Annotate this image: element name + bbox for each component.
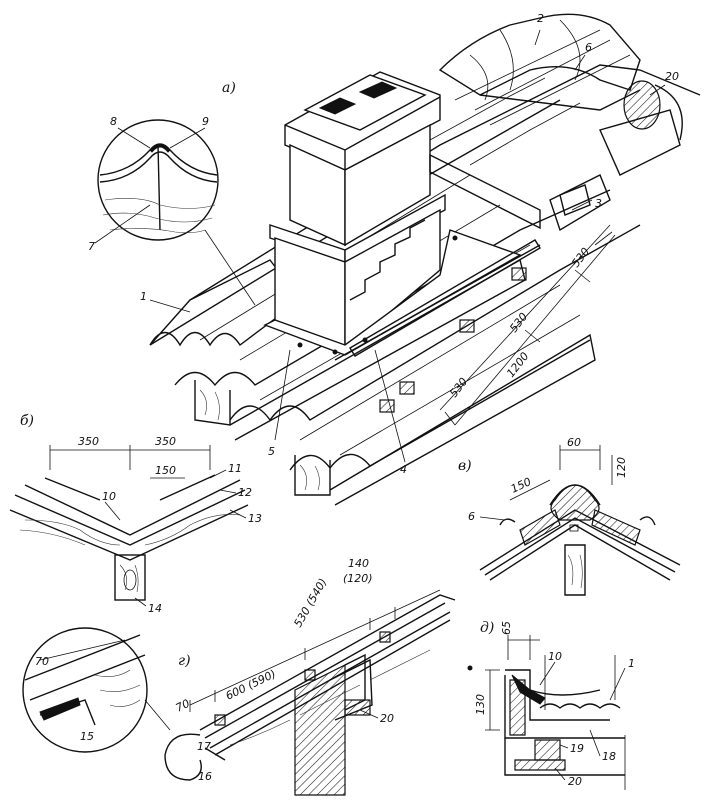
dim-70-inset: 70 <box>35 655 49 668</box>
callout-1-main: 1 <box>140 290 147 303</box>
callout-10-d: 10 <box>548 650 562 663</box>
callout-14: 14 <box>148 602 162 615</box>
callout-7: 7 <box>88 240 95 253</box>
callout-12: 12 <box>238 486 252 499</box>
dim-530-540: 530 (540) <box>291 576 329 629</box>
callout-19: 19 <box>570 742 584 755</box>
callout-3: 3 <box>595 197 602 210</box>
callout-15: 15 <box>80 730 94 743</box>
callout-17: 17 <box>197 740 211 753</box>
callout-1-d: 1 <box>628 657 635 670</box>
callout-8: 8 <box>110 115 117 128</box>
callout-16: 16 <box>198 770 212 783</box>
callout-4: 4 <box>400 463 407 476</box>
panel-label-g: г) <box>178 653 191 669</box>
panel-label-a: а) <box>222 80 236 96</box>
dim-140: 140 <box>348 557 369 570</box>
detail-g: г) 70 600 (590) 530 (540) 140 (120) 17 1… <box>164 557 456 796</box>
dim-130: 130 <box>474 694 487 715</box>
callout-20-g: 20 <box>380 712 394 725</box>
chimney <box>263 71 541 361</box>
callout-10-b: 10 <box>102 490 116 503</box>
callout-6-v: 6 <box>468 510 475 523</box>
dim-150-v: 150 <box>509 475 534 496</box>
callout-9: 9 <box>202 115 209 128</box>
dim-600: 600 (590) <box>224 667 278 702</box>
callout-2: 2 <box>537 12 544 25</box>
batten-clips <box>379 267 527 413</box>
detail-v: в) 60 120 150 6 <box>458 436 681 596</box>
dim-70-g: 70 <box>174 697 192 715</box>
detail-a: а) 8 9 7 <box>88 80 256 306</box>
callout-20-main: 20 <box>665 70 679 83</box>
detail-g-inset: 70 15 <box>22 627 171 753</box>
panel-label-b: б) <box>20 413 34 429</box>
dim-350-right: 350 <box>155 435 176 448</box>
callout-18: 18 <box>602 750 616 763</box>
panel-label-v: в) <box>458 458 472 474</box>
dim-530-bottom: 530 <box>447 375 470 400</box>
detail-b: б) 350 350 150 10 11 12 13 14 <box>9 413 262 615</box>
callout-5: 5 <box>268 445 275 458</box>
callout-13: 13 <box>248 512 262 525</box>
main-roof-view: 530 530 530 1200 1 2 6 3 5 4 20 <box>140 12 701 506</box>
callout-20-d: 20 <box>568 775 582 788</box>
dim-65: 65 <box>500 621 513 635</box>
detail-d: д) 65 130 10 1 19 18 20 <box>467 620 635 790</box>
dim-350-left: 350 <box>78 435 99 448</box>
main-callouts: 1 2 6 3 5 4 20 <box>140 12 679 476</box>
callout-11: 11 <box>228 462 242 475</box>
dim-120: 120 <box>615 457 628 478</box>
dim-150: 150 <box>155 464 176 477</box>
dim-120-g: (120) <box>343 572 373 585</box>
dim-60: 60 <box>567 436 581 449</box>
callout-6-main: 6 <box>585 41 592 54</box>
panel-label-d: д) <box>480 620 494 636</box>
ridge-roll <box>623 80 683 141</box>
